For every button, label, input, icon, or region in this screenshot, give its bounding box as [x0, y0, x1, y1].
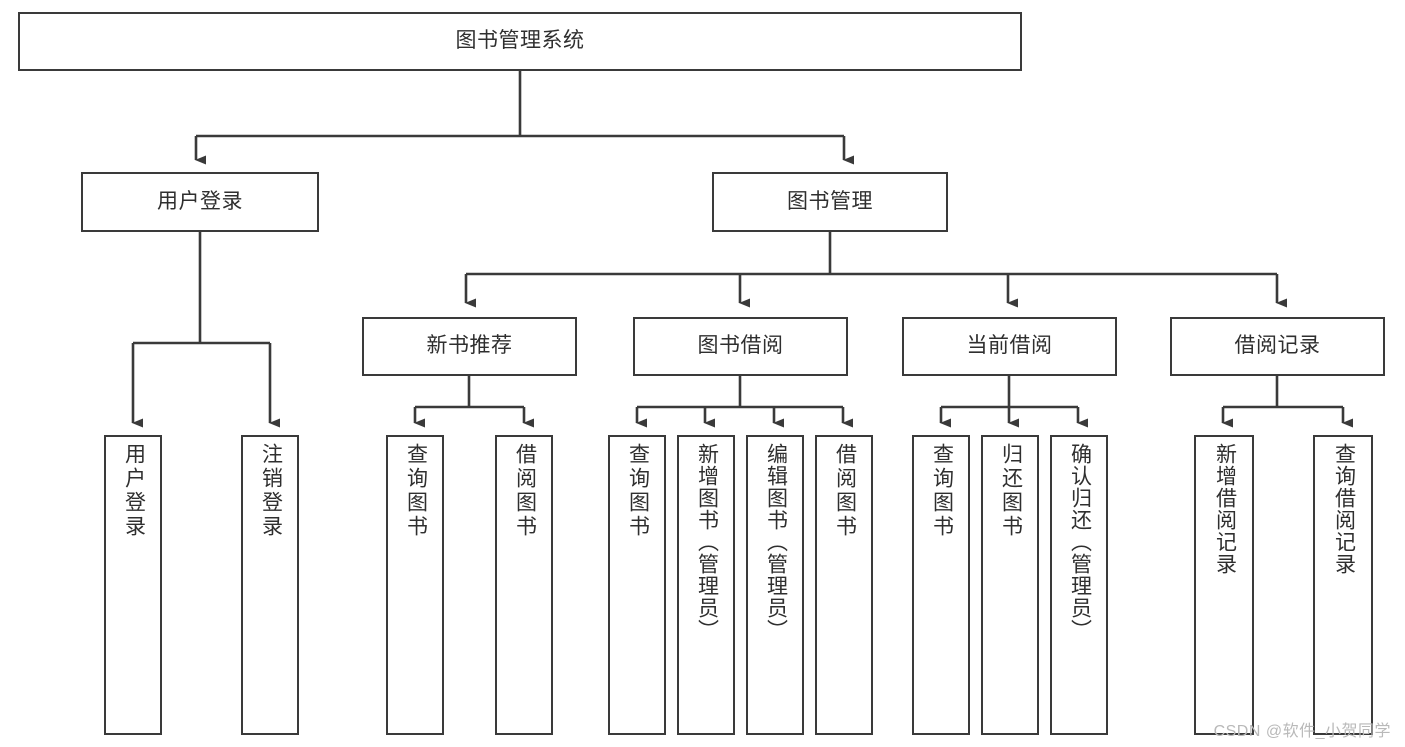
leaf-add-borrow-record[interactable]: 新增借阅记录 — [1194, 435, 1254, 735]
leaf-borrow-book[interactable]: 借阅图书 — [815, 435, 873, 735]
leaf-borrow-book-recommend[interactable]: 借阅图书 — [495, 435, 553, 735]
node-user-login[interactable]: 用户登录 — [81, 172, 319, 232]
leaf-query-book-borrow[interactable]: 查询图书 — [608, 435, 666, 735]
node-book-borrow[interactable]: 图书借阅 — [633, 317, 848, 376]
leaf-query-book-recommend[interactable]: 查询图书 — [386, 435, 444, 735]
node-book-management[interactable]: 图书管理 — [712, 172, 948, 232]
leaf-user-login[interactable]: 用户登录 — [104, 435, 162, 735]
leaf-query-book-borrow-label: 查询图书 — [626, 443, 650, 539]
node-root[interactable]: 图书管理系统 — [18, 12, 1022, 71]
node-user-login-label: 用户登录 — [157, 189, 243, 213]
leaf-return-book[interactable]: 归还图书 — [981, 435, 1039, 735]
node-new-book-recommend[interactable]: 新书推荐 — [362, 317, 577, 376]
leaf-return-book-label: 归还图书 — [999, 443, 1023, 539]
leaf-user-login-label: 用户登录 — [122, 443, 146, 539]
watermark: CSDN @软件_小贺同学 — [1213, 723, 1391, 740]
leaf-edit-book-admin-label: 编辑图书（管理员） — [764, 443, 788, 641]
leaf-add-book-admin-label: 新增图书（管理员） — [695, 443, 719, 641]
leaf-borrow-book-label: 借阅图书 — [833, 443, 857, 539]
leaf-query-borrow-record-label: 查询借阅记录 — [1332, 443, 1356, 575]
leaf-query-book-recommend-label: 查询图书 — [404, 443, 428, 539]
leaf-add-book-admin[interactable]: 新增图书（管理员） — [677, 435, 735, 735]
leaf-confirm-return-admin-label: 确认归还（管理员） — [1068, 443, 1092, 641]
node-book-borrow-label: 图书借阅 — [697, 334, 784, 358]
node-book-management-label: 图书管理 — [787, 189, 873, 213]
leaf-add-borrow-record-label: 新增借阅记录 — [1213, 443, 1237, 575]
leaf-confirm-return-admin[interactable]: 确认归还（管理员） — [1050, 435, 1108, 735]
node-current-borrow-label: 当前借阅 — [966, 334, 1053, 358]
leaf-borrow-book-recommend-label: 借阅图书 — [513, 443, 537, 539]
leaf-query-book-current[interactable]: 查询图书 — [912, 435, 970, 735]
node-current-borrow[interactable]: 当前借阅 — [902, 317, 1117, 376]
node-root-label: 图书管理系统 — [455, 29, 585, 53]
leaf-query-borrow-record[interactable]: 查询借阅记录 — [1313, 435, 1373, 735]
node-borrow-record[interactable]: 借阅记录 — [1170, 317, 1385, 376]
leaf-logout-label: 注销登录 — [259, 443, 283, 539]
leaf-logout[interactable]: 注销登录 — [241, 435, 299, 735]
node-borrow-record-label: 借阅记录 — [1234, 334, 1321, 358]
node-new-book-recommend-label: 新书推荐 — [426, 334, 513, 358]
leaf-query-book-current-label: 查询图书 — [930, 443, 954, 539]
leaf-edit-book-admin[interactable]: 编辑图书（管理员） — [746, 435, 804, 735]
